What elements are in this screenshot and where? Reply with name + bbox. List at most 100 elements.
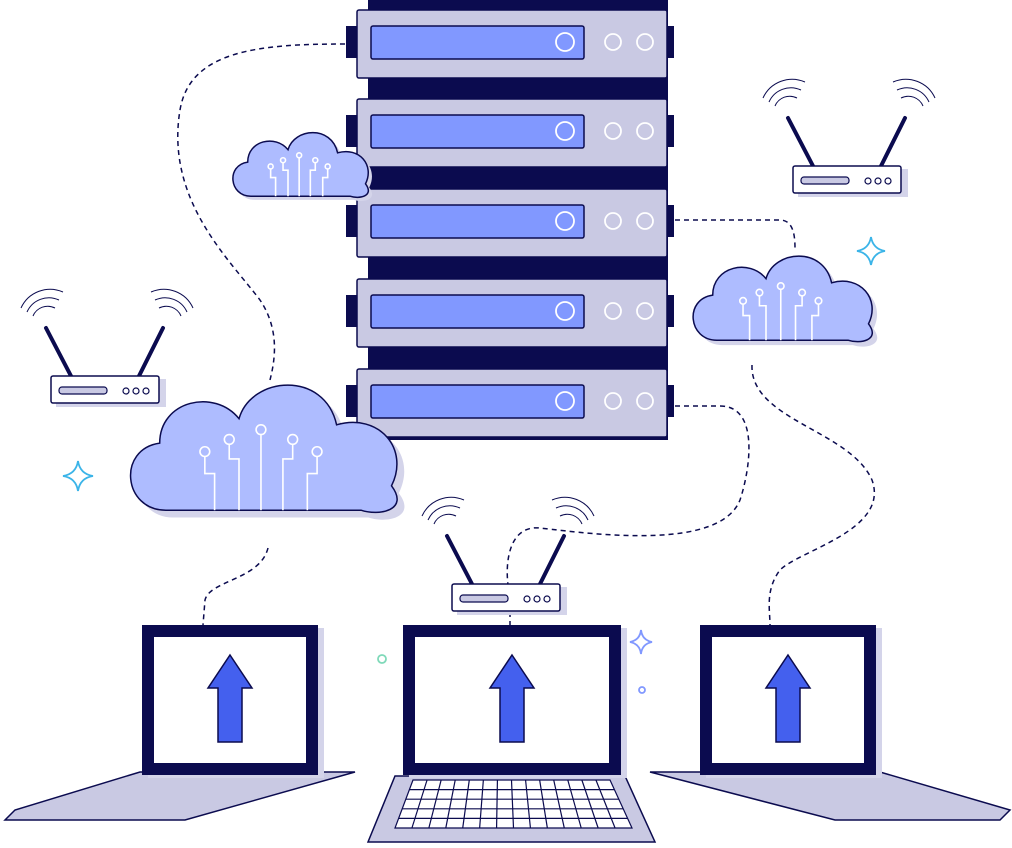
circuit-node-icon <box>311 445 323 458</box>
cloud <box>692 255 878 347</box>
upload-arrow-icon <box>764 653 812 743</box>
laptop-base <box>649 771 1012 821</box>
server-light-icon <box>555 301 575 321</box>
router-light-icon <box>533 595 541 603</box>
connection-line <box>675 219 796 251</box>
dot-icon <box>638 686 646 694</box>
circuit-node-icon <box>295 151 303 159</box>
circuit-node-icon <box>797 288 807 297</box>
sparkle-icon <box>629 629 653 655</box>
routers <box>20 78 936 615</box>
circuit-node-icon <box>814 296 823 305</box>
router-light-icon <box>523 595 531 603</box>
server-panel <box>370 25 585 60</box>
router <box>421 496 595 615</box>
router <box>20 288 194 407</box>
keyboard-column <box>524 779 532 829</box>
connection-line <box>506 405 750 586</box>
server-panel <box>370 114 585 149</box>
cloud <box>232 131 373 202</box>
circuit-node-icon <box>255 423 267 436</box>
wifi-signal-icon <box>20 288 194 317</box>
sparkles <box>62 236 886 694</box>
keyboard-column <box>462 779 470 829</box>
circuit-lines <box>742 289 820 341</box>
wifi-signal-icon <box>421 496 595 525</box>
router-slot <box>800 176 850 185</box>
circuit-node-icon <box>738 296 748 305</box>
router-antenna <box>786 116 907 168</box>
dot-icon <box>377 654 387 664</box>
server-connector <box>664 26 674 58</box>
server-connector <box>664 385 674 417</box>
server-button-icon <box>636 212 654 230</box>
circuit-lines <box>204 434 318 511</box>
server-connector <box>664 115 674 147</box>
laptop-base <box>3 771 356 821</box>
connection-line <box>177 43 346 381</box>
keyboard-column <box>553 779 565 829</box>
server-panel <box>370 204 585 239</box>
circuit-node-icon <box>287 433 299 446</box>
laptop <box>3 625 356 821</box>
connection-lines <box>177 43 876 626</box>
server-connector <box>346 205 358 237</box>
keyboard-column <box>428 779 442 829</box>
router-antenna <box>445 534 566 586</box>
circuit-node-icon <box>755 288 764 297</box>
keyboard-column <box>445 779 456 829</box>
server-connector <box>664 295 674 327</box>
server-light-icon <box>555 211 575 231</box>
server-unit <box>346 98 674 168</box>
server-unit <box>346 9 674 79</box>
server-unit <box>346 368 674 438</box>
cloud-body <box>232 131 370 199</box>
server-button-icon <box>604 122 622 140</box>
server-light-icon <box>555 391 575 411</box>
server-unit <box>346 188 674 258</box>
upload-arrow-icon <box>206 653 254 743</box>
circuit-lines <box>269 157 329 197</box>
circuit-node-icon <box>267 163 274 170</box>
router <box>762 78 936 197</box>
router-antenna <box>44 326 165 378</box>
keyboard-column <box>479 779 484 829</box>
server-button-icon <box>604 33 622 51</box>
keyboard-column <box>567 779 582 829</box>
circuit-node-icon <box>324 163 331 170</box>
laptop <box>366 625 657 843</box>
keyboard-column <box>581 779 599 829</box>
keyboard-column <box>510 779 515 829</box>
clouds <box>129 131 878 520</box>
server-panel <box>370 294 585 329</box>
keyboard-outline <box>394 779 633 829</box>
server-button-icon <box>636 302 654 320</box>
server-button-icon <box>636 33 654 51</box>
circuit-node-icon <box>223 433 235 446</box>
server-button-icon <box>636 122 654 140</box>
router-light-icon <box>142 387 150 395</box>
connection-line <box>202 547 269 626</box>
server-panel <box>370 384 585 419</box>
server-connector <box>346 385 358 417</box>
cloud <box>129 384 405 520</box>
keyboard-column <box>411 779 428 829</box>
keyboard-column <box>595 779 616 829</box>
server-button-icon <box>604 212 622 230</box>
keyboard-column <box>539 779 548 829</box>
router-slot <box>58 386 108 395</box>
router-light-icon <box>132 387 140 395</box>
cloud-body <box>692 255 873 343</box>
router-light-icon <box>543 595 551 603</box>
server-connector <box>346 295 358 327</box>
server-light-icon <box>555 32 575 52</box>
server-light-icon <box>555 121 575 141</box>
upload-arrow-icon <box>488 653 536 743</box>
server-button-icon <box>636 392 654 410</box>
router-light-icon <box>864 177 872 185</box>
router-light-icon <box>884 177 892 185</box>
server-unit <box>346 278 674 348</box>
sparkle-icon <box>856 236 886 266</box>
wifi-signal-icon <box>762 78 936 107</box>
